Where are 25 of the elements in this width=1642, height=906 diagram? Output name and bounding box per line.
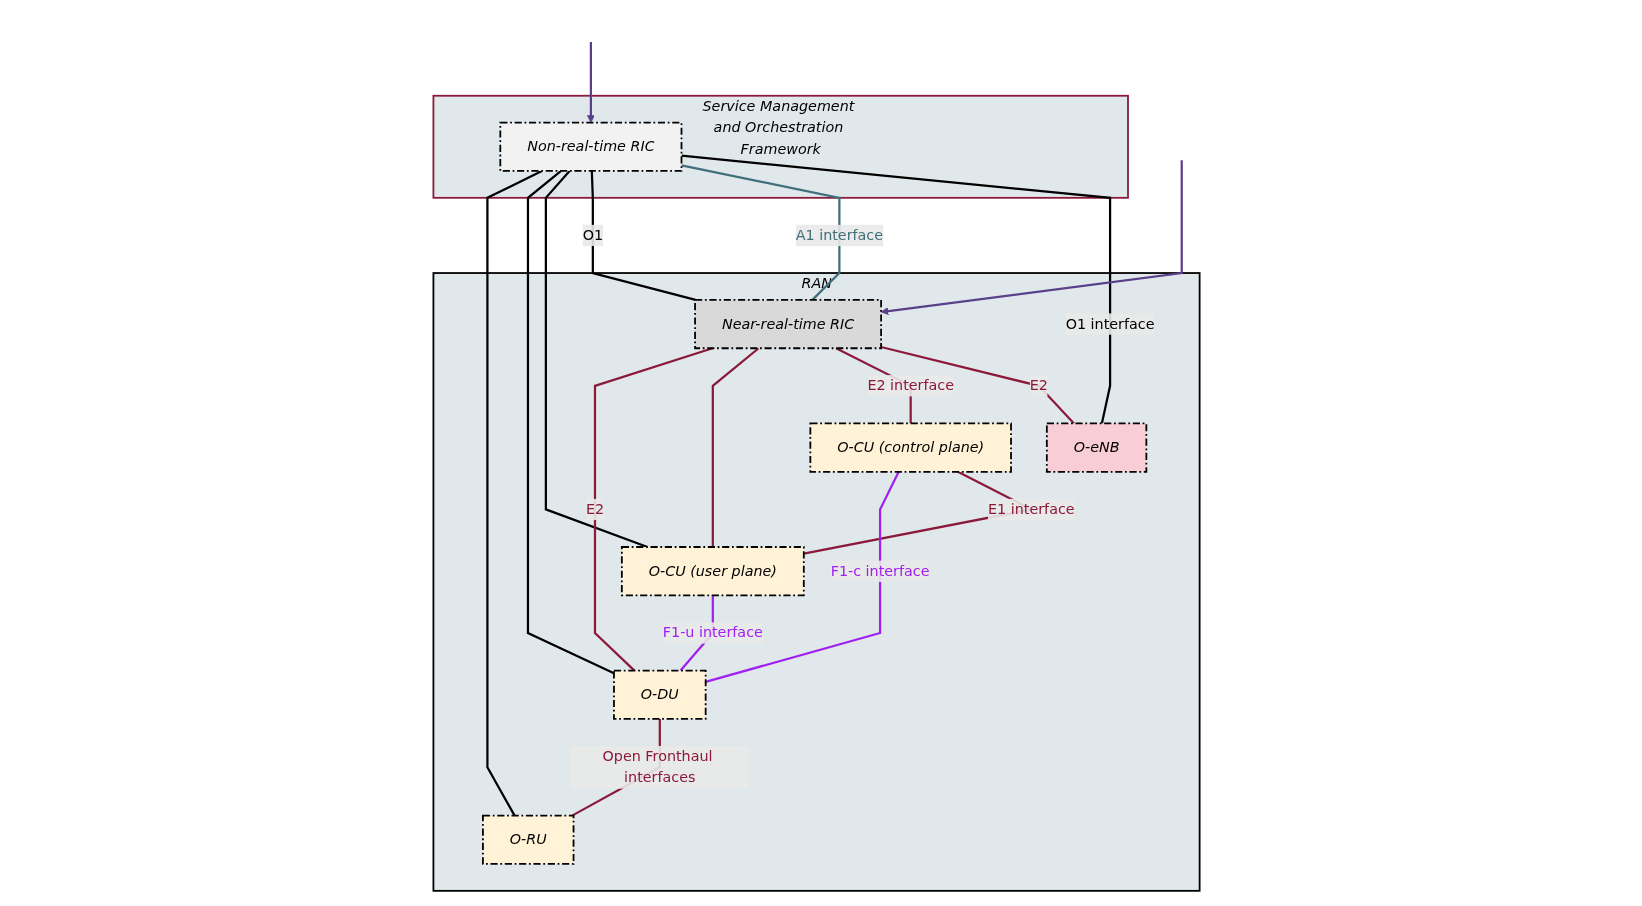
node-box: O-DU (613, 669, 707, 720)
connector (880, 345, 1075, 425)
connector (590, 170, 696, 301)
edge-label: A1 interface (795, 226, 884, 244)
connector (705, 471, 900, 683)
edge-label: F1-u interface (662, 624, 763, 642)
node-box: O-CU (user plane) (620, 546, 805, 597)
node-box: Near-real-time RIC (694, 299, 882, 350)
edge-label: E2 interface (867, 376, 954, 394)
edge-label: O1 interface (1065, 315, 1155, 333)
edge-label: Open Fronthaul interfaces (602, 747, 713, 787)
connector (544, 170, 648, 549)
connector (711, 347, 760, 547)
arrow (586, 42, 595, 123)
edge-label: F1-c interface (830, 562, 930, 580)
node-box: O-CU (control plane) (809, 422, 1012, 473)
edge-label: E2 (1029, 376, 1048, 394)
edge-label: E2 (585, 500, 605, 518)
edge-label: O1 (582, 226, 604, 244)
edge-label: E1 interface (987, 500, 1075, 518)
node-box: O-eNB (1045, 422, 1148, 473)
connector (681, 164, 841, 301)
node-box: O-RU (482, 814, 575, 865)
connector (486, 169, 543, 817)
node-box: Non-real-time RIC (499, 121, 683, 172)
